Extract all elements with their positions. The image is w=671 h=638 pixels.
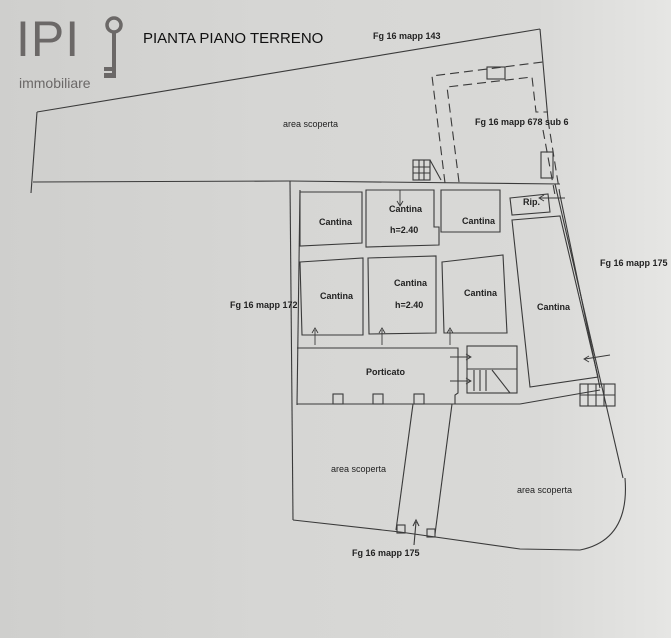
- room-height-2: h=2.40: [390, 225, 419, 235]
- key-icon: [104, 16, 123, 78]
- room-height-5: h=2.40: [395, 300, 424, 310]
- logo-letters: IPI: [16, 11, 81, 67]
- label-mapp-678: Fg 16 mapp 678 sub 6: [475, 117, 569, 127]
- label-mapp-143: Fg 16 mapp 143: [373, 31, 441, 41]
- room-cantina-7: Cantina: [537, 302, 571, 312]
- room-ripostiglio: Rip.: [523, 197, 540, 207]
- label-mapp-172: Fg 16 mapp 172: [230, 300, 298, 310]
- page-title: PIANTA PIANO TERRENO: [143, 30, 324, 47]
- label-area-bottom-left: area scoperta: [331, 464, 387, 474]
- room-porticato: Porticato: [366, 367, 406, 377]
- room-cantina-2: Cantina: [389, 204, 423, 214]
- room-cantina-5: Cantina: [394, 278, 428, 288]
- label-area-top: area scoperta: [283, 119, 339, 129]
- room-cantina-1: Cantina: [319, 217, 353, 227]
- logo-subtitle: immobiliare: [19, 75, 91, 91]
- label-area-bottom-right: area scoperta: [517, 485, 573, 495]
- company-logo: IPI immobiliare: [16, 11, 131, 90]
- room-cantina-3: Cantina: [462, 216, 496, 226]
- room-cantina-6: Cantina: [464, 288, 498, 298]
- room-cantina-4: Cantina: [320, 291, 354, 301]
- label-mapp-175-right: Fg 16 mapp 175: [600, 258, 668, 268]
- label-mapp-175-bottom: Fg 16 mapp 175: [352, 548, 420, 558]
